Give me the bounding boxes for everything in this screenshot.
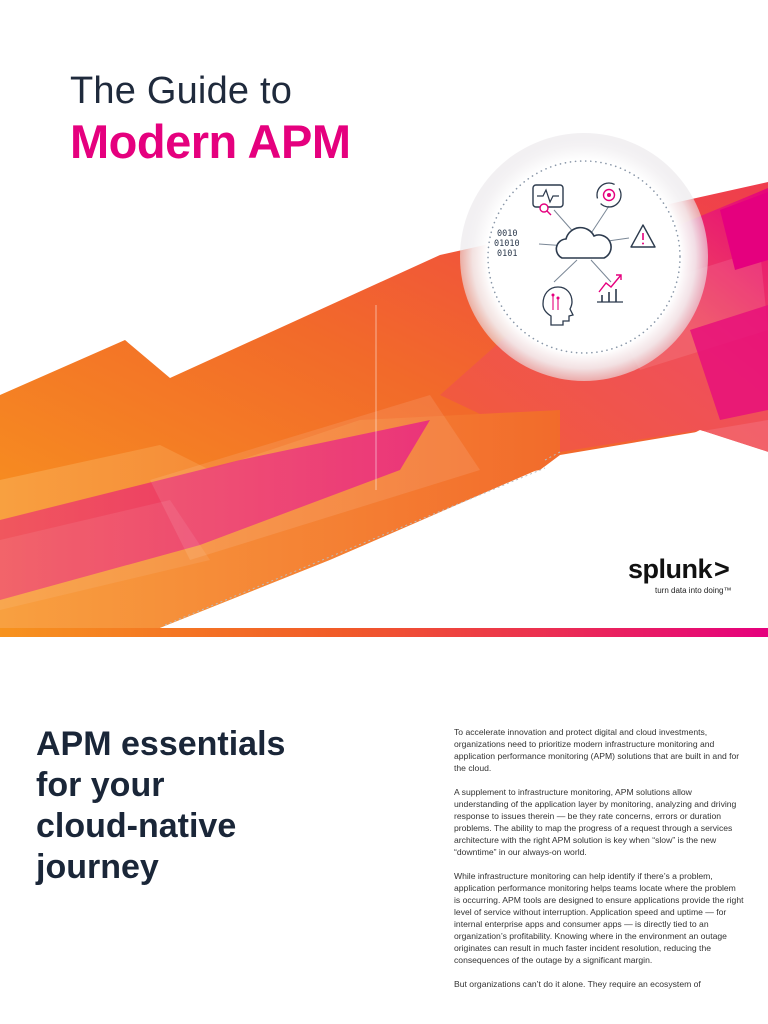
- article-body: To accelerate innovation and protect dig…: [454, 726, 744, 1002]
- body-paragraph: While infrastructure monitoring can help…: [454, 871, 744, 965]
- head-circuit-icon: [542, 286, 574, 326]
- headline-line: APM essentials: [36, 725, 286, 763]
- gear-cycle-icon: [596, 182, 622, 208]
- article-headline: APM essentials for your cloud-native jou…: [36, 724, 356, 888]
- binary-line: 0010: [497, 229, 517, 239]
- body-paragraph: To accelerate innovation and protect dig…: [454, 727, 740, 773]
- cover-title-line2: Modern APM: [70, 115, 351, 168]
- apm-diagram: 0010 01010 0101: [460, 133, 708, 381]
- brand-name: splunk: [628, 554, 713, 584]
- headline-line: cloud-native: [36, 807, 237, 845]
- binary-line: 0101: [497, 249, 517, 259]
- headline-line: journey: [36, 848, 159, 886]
- splunk-logo: splunk> turn data into doing™: [628, 554, 748, 595]
- cover-title-line1: The Guide to: [70, 70, 293, 112]
- gradient-divider: [0, 628, 768, 637]
- warning-triangle-icon: [630, 224, 656, 248]
- binary-line: 01010: [494, 239, 520, 249]
- body-paragraph: A supplement to infrastructure monitorin…: [454, 787, 737, 857]
- monitor-search-icon: [532, 184, 564, 216]
- binary-code-icon: 0010 01010 0101: [494, 229, 520, 259]
- brand-tagline: turn data into doing™: [655, 586, 732, 595]
- cloud-icon: [555, 226, 612, 259]
- headline-line: for your: [36, 766, 165, 804]
- body-paragraph: But organizations can’t do it alone. The…: [454, 979, 701, 989]
- brand-chevron: >: [714, 554, 730, 584]
- trend-chart-icon: [597, 274, 623, 303]
- cover-section: The Guide to Modern APM: [0, 70, 768, 637]
